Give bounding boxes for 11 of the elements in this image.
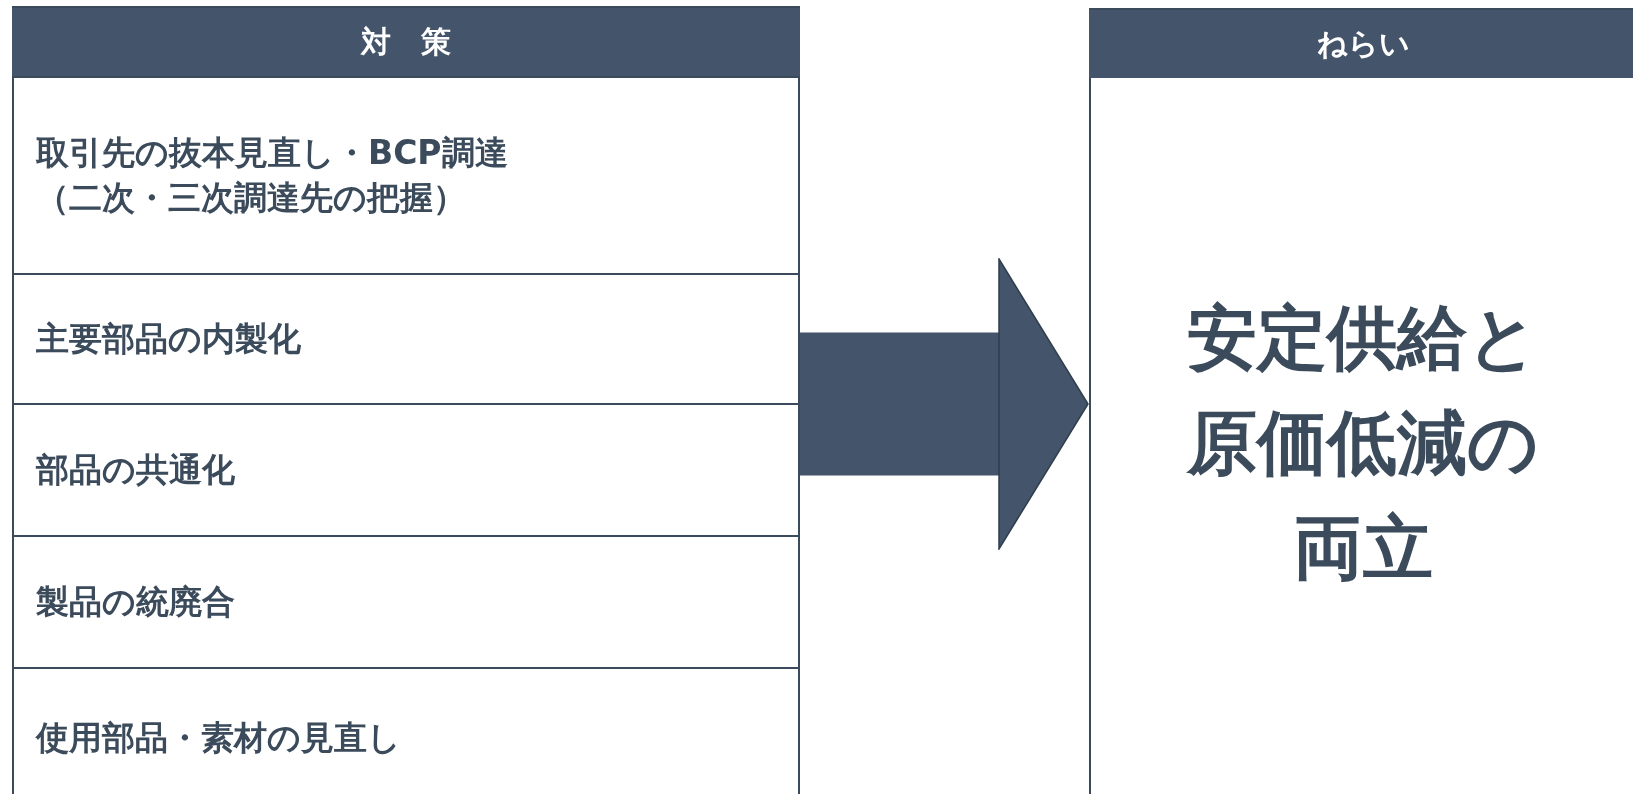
goal-text: 安定供給と原価低減の両立	[1185, 295, 1540, 591]
row-text: 使用部品・素材の見直し	[36, 716, 401, 759]
result-panel	[1089, 8, 1633, 794]
row-text: 主要部品の内製化	[36, 317, 301, 360]
block-arrow	[800, 258, 1089, 550]
row-text: 取引先の抜本見直し・BCP調達（二次・三次調達先の把握）	[36, 131, 509, 219]
column-header: ねらい	[1089, 8, 1633, 78]
table-panel	[12, 6, 800, 794]
column-header: 対 策	[12, 6, 800, 76]
row-text: 部品の共通化	[36, 448, 235, 491]
row-text: 製品の統廃合	[36, 580, 235, 623]
